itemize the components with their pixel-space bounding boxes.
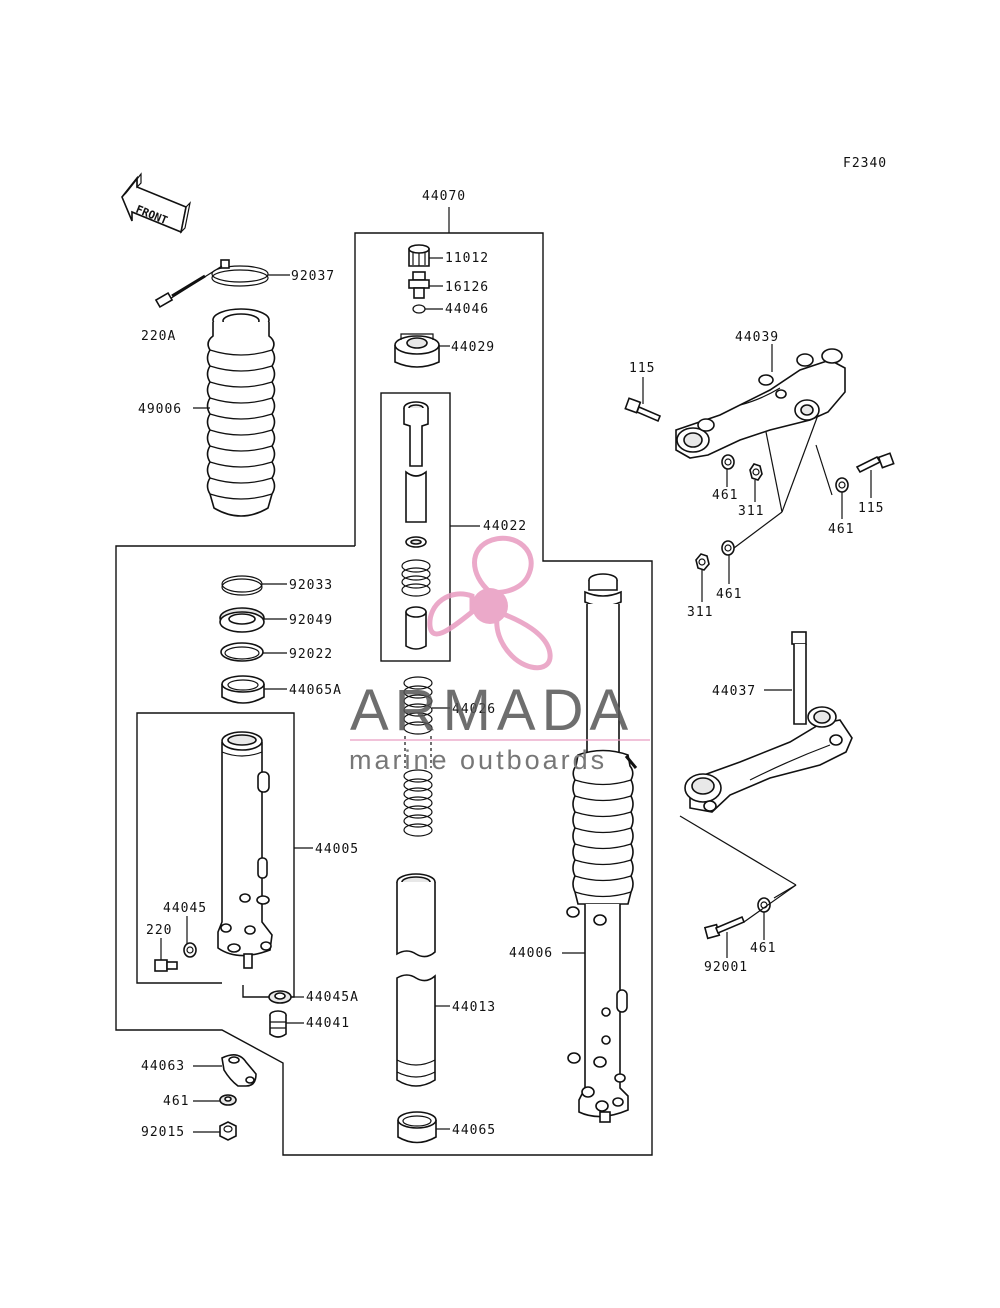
screw-220A	[154, 265, 223, 309]
washer-461-d	[721, 540, 735, 556]
clamp-92037	[211, 259, 269, 287]
label-44037: 44037	[712, 684, 756, 699]
figure-code: F2340	[843, 156, 887, 171]
damper-rod-44022	[403, 401, 429, 548]
upper-bracket-44039	[675, 348, 846, 459]
oring-44046	[412, 304, 426, 314]
fork-cap-44029	[394, 333, 440, 368]
label-44005: 44005	[315, 842, 359, 857]
bolt-115-right	[855, 452, 895, 474]
label-44065: 44065	[452, 1123, 496, 1138]
label-461-c: 461	[828, 522, 854, 537]
label-49006: 49006	[138, 402, 182, 417]
washer-44045A	[268, 990, 292, 1004]
nut-92015	[219, 1121, 237, 1141]
label-92037: 92037	[291, 269, 335, 284]
label-115-b: 115	[858, 501, 884, 516]
label-461-b: 461	[712, 488, 738, 503]
boot-49006	[206, 308, 276, 517]
label-11012: 11012	[445, 251, 489, 266]
propeller-logo-icon	[427, 535, 553, 671]
label-16126: 16126	[445, 280, 489, 295]
label-leaders	[160, 207, 872, 1133]
label-311-b: 311	[687, 605, 713, 620]
label-220A: 220A	[141, 329, 176, 344]
nut-461-left	[219, 1094, 237, 1106]
bushing-44065	[397, 1111, 437, 1144]
washer-44045	[183, 942, 197, 958]
oil-lock-piece	[405, 606, 427, 650]
label-44065A: 44065A	[289, 683, 342, 698]
washer-461-c	[835, 477, 849, 493]
watermark: ARMADA marine outboards	[349, 535, 650, 775]
outer-tube-44005	[217, 731, 273, 969]
bolt-220	[154, 959, 178, 972]
label-44039: 44039	[735, 330, 779, 345]
label-92015: 92015	[141, 1125, 185, 1140]
label-44013: 44013	[452, 1000, 496, 1015]
oil-seal-92049	[219, 607, 265, 633]
steering-stem-44037	[684, 631, 853, 813]
label-461-d: 461	[716, 587, 742, 602]
label-92001: 92001	[704, 960, 748, 975]
valve-16126	[408, 271, 430, 299]
label-44045: 44045	[163, 901, 207, 916]
label-461-e: 461	[750, 941, 776, 956]
part-labels: 44070 11012 16126 44046 44029 44022 4402…	[138, 189, 884, 1140]
label-44029: 44029	[451, 340, 495, 355]
washer-92022	[220, 642, 264, 662]
label-44026: 44026	[452, 702, 496, 717]
inner-tube-44013	[396, 873, 436, 1087]
label-461-a: 461	[163, 1094, 189, 1109]
main-spring-44026	[403, 676, 433, 837]
cap-44063	[221, 1054, 257, 1087]
bushing-44065A	[221, 675, 265, 704]
label-44041: 44041	[306, 1016, 350, 1031]
fork-assembly-44006	[566, 573, 638, 1123]
label-311-a: 311	[738, 504, 764, 519]
bolt-115-left	[624, 397, 662, 423]
assembly-frames	[115, 232, 653, 1156]
watermark-tagline: marine outboards	[349, 745, 607, 775]
label-92049: 92049	[289, 613, 333, 628]
front-arrow-icon: FRONT	[121, 172, 191, 234]
label-44006: 44006	[509, 946, 553, 961]
label-44046: 44046	[445, 302, 489, 317]
label-220: 220	[146, 923, 172, 938]
circlip-92033	[221, 575, 263, 596]
watermark-brand: ARMADA	[350, 678, 634, 743]
nut-311-a	[749, 463, 763, 481]
label-44063: 44063	[141, 1059, 185, 1074]
nut-311-b	[695, 553, 710, 571]
label-44045A: 44045A	[306, 990, 359, 1005]
label-115-a: 115	[629, 361, 655, 376]
valve-44041	[269, 1010, 287, 1038]
label-92022: 92022	[289, 647, 333, 662]
cap-11012	[408, 244, 430, 267]
reference-lines	[679, 414, 833, 923]
rebound-spring	[401, 559, 431, 597]
label-44070: 44070	[422, 189, 466, 204]
label-44022: 44022	[483, 519, 527, 534]
washer-461-b	[721, 454, 735, 470]
label-92033: 92033	[289, 578, 333, 593]
bolt-92001	[703, 915, 746, 940]
